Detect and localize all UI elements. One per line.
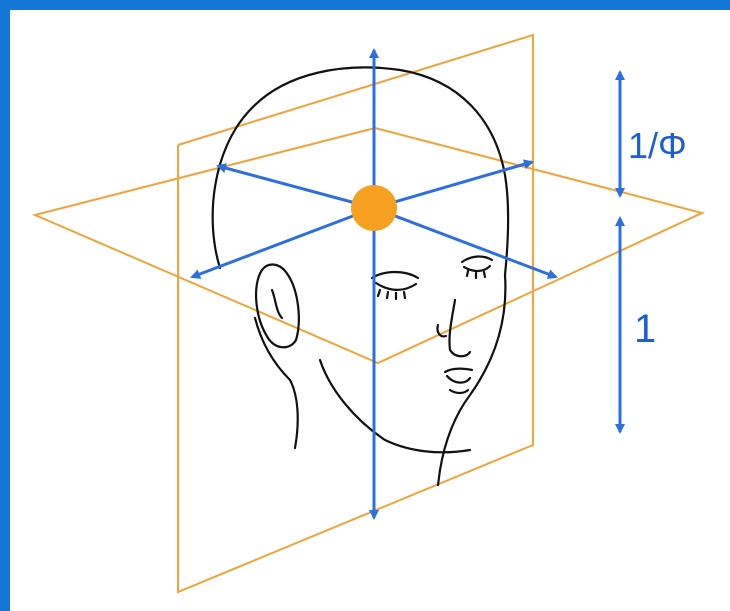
head-illustration — [213, 67, 508, 485]
arrow-lower-left — [192, 208, 374, 277]
ratio-label-bottom: 1 — [634, 307, 656, 351]
center-point-icon — [351, 185, 397, 231]
arrow-upper-left — [218, 166, 374, 208]
ratio-label-top: 1/Φ — [628, 125, 687, 166]
axis-arrows — [192, 50, 556, 518]
vertical-plane — [178, 35, 533, 592]
horizontal-plane — [35, 128, 702, 363]
